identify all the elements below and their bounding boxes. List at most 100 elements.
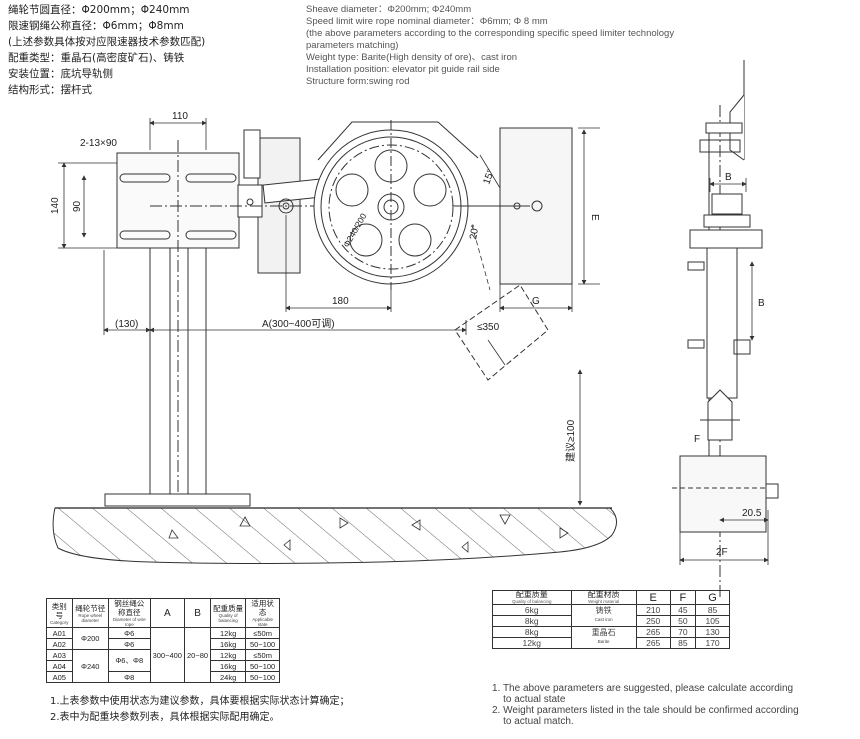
spec-en-line: Weight type: Barite(High density of ore)… (306, 52, 518, 63)
dim-f: F (694, 434, 700, 445)
dim-g: G (532, 296, 540, 307)
dim-le350: ≤350 (477, 322, 500, 333)
table-cell: ≤50m (245, 649, 280, 661)
table-cell: 265 (635, 637, 671, 649)
table-cell: 50 (669, 615, 697, 627)
ground (52, 507, 617, 564)
table-cell: 210 (635, 604, 671, 616)
table-cell: 6kg (492, 604, 572, 616)
spec-en-line: Sheave diameter：Φ200mm; Φ240mm (306, 4, 472, 15)
dim-suggest: 建议≥100 (564, 419, 577, 462)
table-cell: 8kg (492, 615, 572, 627)
note-cn-1: 1.上表参数中使用状态为建议参数，具体要根据实际状态计算确定； (50, 696, 350, 707)
table-cell: A04 (46, 660, 73, 672)
table-cell: 45 (669, 604, 697, 616)
bracket-left (104, 140, 251, 507)
table-cell: A01 (46, 627, 73, 639)
table-cell: 300~400 (149, 627, 185, 683)
table-cell: A05 (46, 671, 73, 683)
dim-b-side: B (758, 298, 765, 309)
dim-2f: 2F (716, 547, 728, 558)
dim-180: 180 (332, 296, 349, 307)
table-cell: 70 (669, 626, 697, 638)
dim-140: 140 (50, 197, 61, 214)
table-cell: 24kg (210, 671, 247, 683)
specs-en: Sheave diameter：Φ200mm; Φ240mm Speed lim… (306, 4, 674, 88)
table-cell: 12kg (210, 627, 247, 639)
spec-cn-line: (上述参数具体按对应限速器技术参数匹配) (8, 36, 206, 48)
table-cell: Φ240 (71, 649, 109, 683)
dim-angle20: 20° (468, 224, 481, 241)
table-cell: Φ6 (107, 638, 151, 650)
spec-cn-line: 结构形式：摆杆式 (8, 84, 92, 96)
dim-20-5: 20.5 (742, 508, 762, 519)
table-cell: 50~100 (245, 660, 280, 672)
table-cell: 8kg (492, 626, 572, 638)
table-cell: 16kg (210, 660, 247, 672)
spec-en-line: parameters matching) (306, 40, 399, 51)
dim-90: 90 (72, 200, 83, 212)
table-cell: Φ8 (107, 671, 151, 683)
dim-angle15: 15° (481, 168, 497, 186)
spec-en-line: Structure form:swing rod (306, 76, 410, 87)
dimensions-front (58, 118, 600, 506)
sheave (313, 120, 479, 290)
table-header: G (695, 590, 730, 605)
table-cell: 20~80 (183, 627, 212, 683)
table-header: F (669, 590, 697, 605)
note-en-3: 2. Weight parameters listed in the tale … (492, 705, 799, 716)
dim-110: 110 (172, 111, 188, 122)
spec-cn-line: 绳轮节圆直径：Φ200mm；Φ240mm (8, 4, 190, 16)
dimensions-side (679, 178, 769, 565)
table-header: B (183, 598, 212, 628)
table-cell: Φ6、Φ8 (107, 649, 151, 672)
table-row: A01 Φ200 Φ6 300~400 20~80 12kg ≤50m (46, 627, 280, 683)
table-cell: 85 (669, 637, 697, 649)
note-en-4: to actual match. (492, 716, 574, 727)
spec-cn-line: 限速钢绳公称直径：Φ6mm；Φ8mm (8, 20, 184, 32)
dim-b-top: B (725, 172, 732, 183)
table-header: A (149, 598, 185, 628)
table-cell: 250 (635, 615, 671, 627)
table-cell: 85 (695, 604, 730, 616)
specs-cn: 绳轮节圆直径：Φ200mm；Φ240mm 限速钢绳公称直径：Φ6mm；Φ8mm … (8, 2, 205, 98)
side-view (672, 60, 779, 600)
table-cell: Φ6 (107, 627, 151, 639)
spec-cn-line: 安装位置：底坑导轨侧 (8, 68, 113, 80)
counterweight (452, 127, 573, 381)
table-cell: 50~100 (245, 638, 280, 650)
spec-en-line: (the above parameters according to the c… (306, 28, 675, 39)
table-cell: A02 (46, 638, 73, 650)
spec-en-line: Installation position: elevator pit guid… (306, 64, 500, 75)
table-cell: A03 (46, 649, 73, 661)
table-cell: ≤50m (245, 627, 280, 639)
table-row: A04 16kg 50~100 (46, 660, 280, 672)
table-cell: 130 (695, 626, 730, 638)
table-cell: 265 (635, 626, 671, 638)
note-cn-2: 2.表中为配重块参数列表，具体根据实际配用确定。 (50, 712, 280, 723)
dim-e: E (589, 214, 600, 221)
spec-en-line: Speed limit wire rope nominal diameter：Φ… (306, 16, 548, 27)
table-cell: 16kg (210, 638, 247, 650)
note-en-2: to actual state (492, 694, 566, 705)
table-cell: 105 (695, 615, 730, 627)
table-header: E (635, 590, 671, 605)
dim-130: (130) (115, 319, 138, 330)
spec-cn-line: 配重类型：重晶石(高密度矿石)、铸铁 (8, 52, 185, 64)
